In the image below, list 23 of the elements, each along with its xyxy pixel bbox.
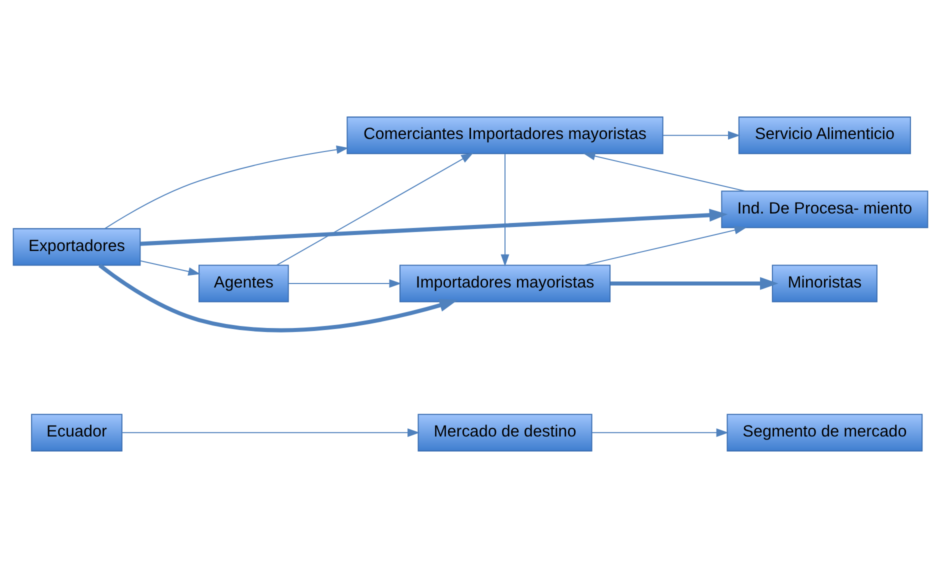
node-box: Comerciantes Importadores mayoristas	[346, 116, 664, 154]
node-box: Agentes	[198, 264, 289, 302]
arrow	[104, 144, 349, 228]
arrow	[584, 225, 747, 266]
node-box: Minoristas	[772, 264, 878, 302]
arrow	[122, 428, 420, 436]
node-box: Ind. De Procesa- miento	[721, 190, 928, 228]
arrow	[288, 278, 402, 288]
arrow	[140, 208, 728, 246]
node-box: Servicio Alimenticio	[738, 116, 911, 154]
arrow	[140, 260, 200, 276]
node-box: Ecuador	[31, 413, 122, 451]
arrow	[500, 154, 510, 266]
node-box: Mercado de destino	[418, 413, 592, 451]
arrow	[98, 263, 458, 332]
node-box: Exportadores	[12, 228, 141, 266]
arrow	[662, 130, 740, 140]
node-box: Segmento de mercado	[726, 413, 923, 451]
arrow	[583, 151, 746, 192]
arrow	[592, 428, 729, 436]
node-box: Importadores mayoristas	[399, 264, 611, 302]
arrow	[610, 276, 778, 290]
arrow	[276, 152, 474, 266]
